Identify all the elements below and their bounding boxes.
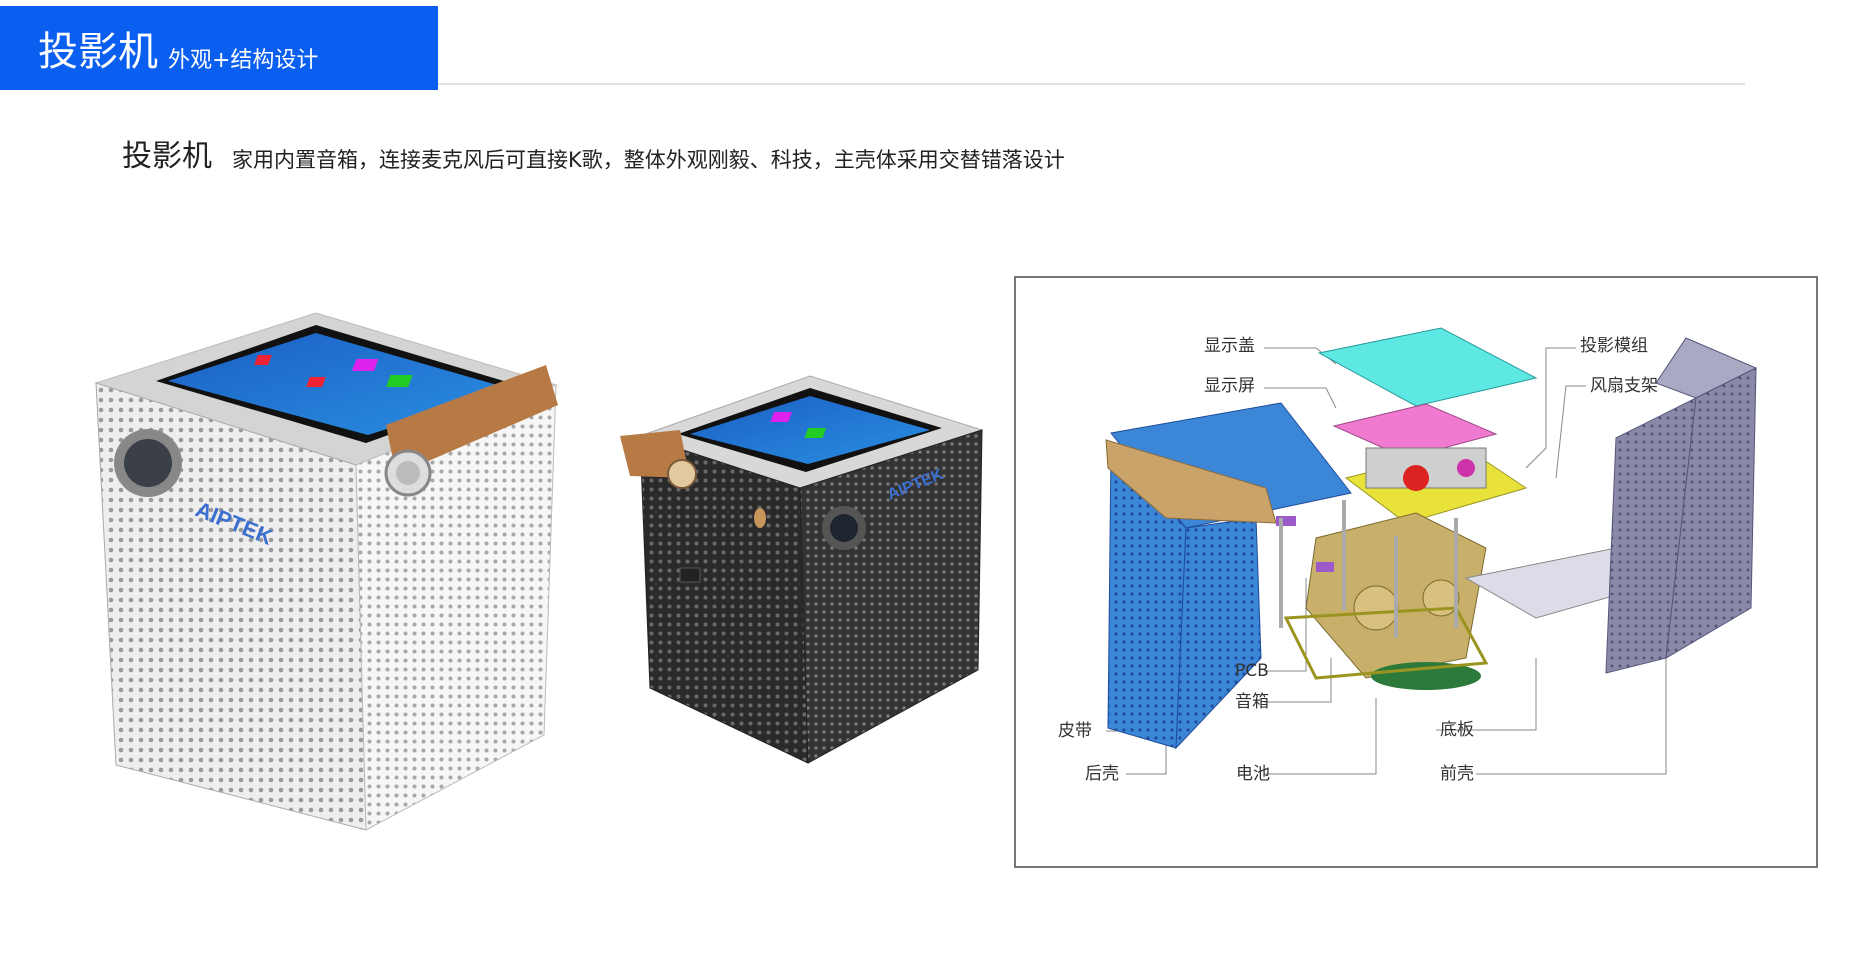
label-pcb: PCB xyxy=(1235,661,1269,681)
label-battery: 电池 xyxy=(1236,764,1270,784)
label-projection-module: 投影模组 xyxy=(1580,336,1648,356)
label-rear-shell: 后壳 xyxy=(1085,764,1119,784)
label-fan-bracket: 风扇支架 xyxy=(1590,376,1658,396)
intro-description: 家用内置音箱，连接麦克风后可直接K歌，整体外观刚毅、科技，主壳体采用交替错落设计 xyxy=(232,148,1065,172)
page-subtitle: 外观+结构设计 xyxy=(168,48,319,73)
black-projector-image: AIPTEK xyxy=(620,368,990,773)
intro-title: 投影机 xyxy=(122,139,212,174)
exploded-structure-diagram: 显示盖 显示屏 投影模组 风扇支架 PCB 音箱 皮带 后壳 电池 底板 前壳 xyxy=(1014,276,1818,868)
label-display-screen: 显示屏 xyxy=(1204,376,1255,396)
header-divider xyxy=(438,83,1745,85)
label-speaker: 音箱 xyxy=(1235,692,1269,712)
label-display-cover: 显示盖 xyxy=(1204,336,1255,356)
label-base-plate: 底板 xyxy=(1440,720,1474,740)
label-strap: 皮带 xyxy=(1058,721,1092,741)
page-title: 投影机 xyxy=(38,29,158,75)
silver-projector-image: AIPTEK xyxy=(86,305,576,845)
header-banner: 投影机 外观+结构设计 xyxy=(0,6,438,90)
label-front-shell: 前壳 xyxy=(1440,764,1474,784)
